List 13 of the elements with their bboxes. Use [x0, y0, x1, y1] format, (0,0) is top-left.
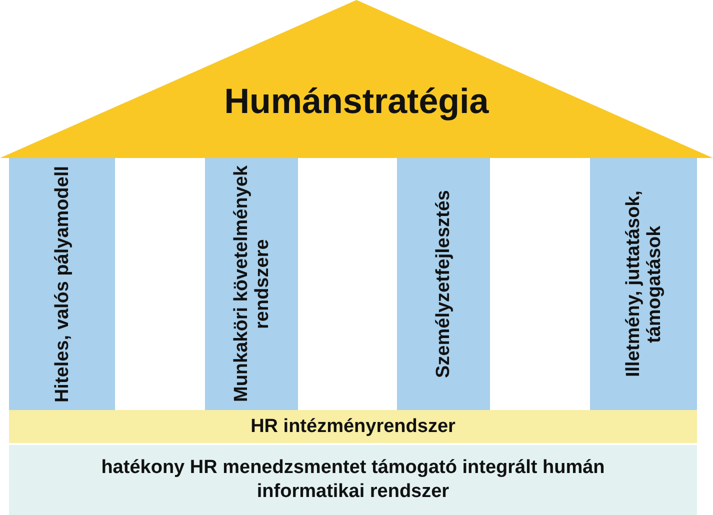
- pillar-label: Hiteles, valós pályamodell: [52, 166, 72, 402]
- pillar-label: Munkaköri követelmények rendszere: [230, 164, 272, 404]
- foundation-band: [9, 410, 697, 443]
- pillar: [397, 158, 490, 410]
- pillar: [9, 158, 115, 410]
- band-label: HR intézményrendszer: [250, 414, 456, 438]
- pillar-label: Személyzetfejlesztés: [433, 190, 454, 378]
- pillar: [205, 158, 298, 410]
- band-label: hatékony HR menedzsmentet támogató integrált humán informatikai rendszer: [100, 456, 606, 504]
- base-band: [9, 445, 697, 515]
- pillar: [590, 158, 697, 410]
- roof-title: Humánstratégia: [223, 82, 490, 122]
- pillar-label: Illetmény, juttatások, támogatások: [622, 190, 664, 380]
